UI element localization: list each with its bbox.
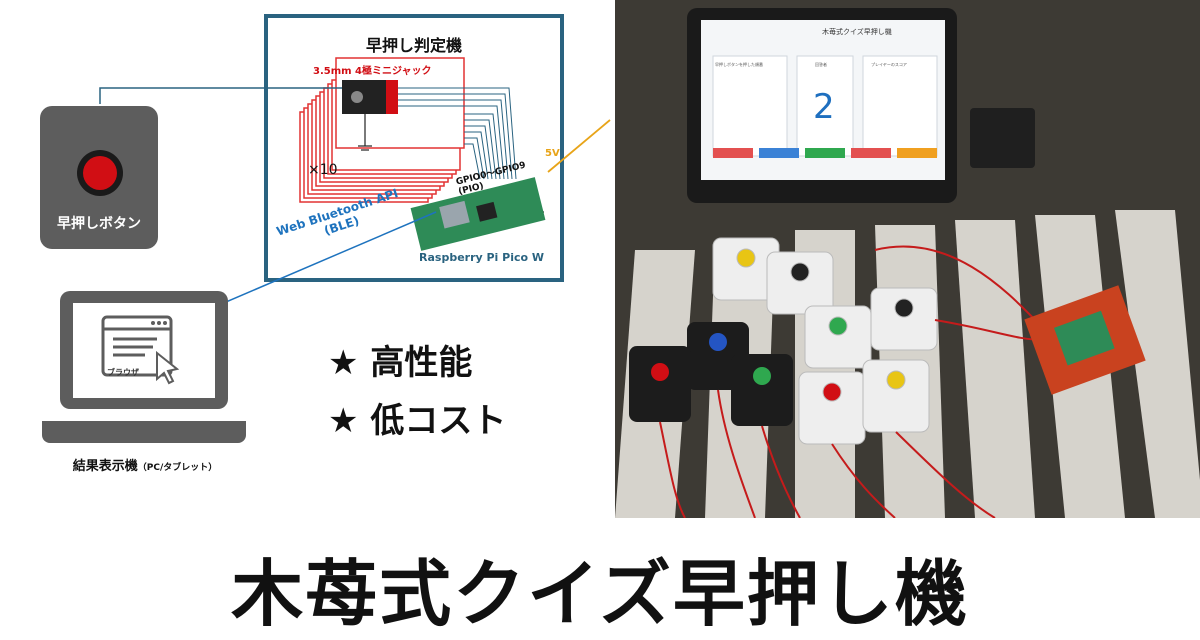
laptop-label: 結果表示機（PC/タブレット） [72,459,218,474]
jack-icon [342,80,398,114]
tablet-right-header: プレイヤーのスコア [871,61,907,67]
browser-icon [101,315,180,385]
signal-wires [398,87,517,180]
button-label: 早押しボタン [57,216,141,232]
tablet-center-header: 回答者 [815,61,827,67]
device-photo: 木苺式クイズ早押し機 早押しボタンを押した順番 回答者 2 プレイヤーのスコア [615,0,1200,518]
tablet-title: 木苺式クイズ早押し機 [822,27,892,36]
black-buttons [629,322,793,426]
pico-board-icon [410,177,546,251]
laptop-base [42,421,246,443]
tablet-number: 2 [813,87,835,127]
diagram-title: 早押し判定機 [365,36,462,55]
browser-label: ブラウザ [107,368,139,377]
feature-list: ★ 高性能 ★ 低コスト [328,334,506,450]
diagram-illustration [299,57,546,251]
laptop-display: ブラウザ [73,303,215,398]
5v-label: 5V [545,148,560,159]
white-buttons [712,237,938,445]
laptop-screen: ブラウザ [60,291,228,409]
feature-item: ★ 低コスト [328,401,507,441]
quiz-button-card: 早押しボタン [40,106,158,249]
pico-breakout-board [1024,285,1146,395]
jack-label: 3.5mm 4極ミニジャック [313,66,432,77]
photo-illustration: 木苺式クイズ早押し機 早押しボタンを押した順番 回答者 2 プレイヤーのスコア [615,0,1200,518]
main-title: 木苺式クイズ早押し機 [231,552,969,636]
multiplier-label: ×10 [308,162,338,178]
red-button-icon [83,156,117,190]
tablet-device [687,8,957,203]
pico-label: Raspberry Pi Pico W [419,251,545,264]
feature-item: ★ 高性能 [328,343,473,383]
battery-pack [970,108,1035,168]
tablet-left-header: 早押しボタンを押した順番 [715,61,763,67]
